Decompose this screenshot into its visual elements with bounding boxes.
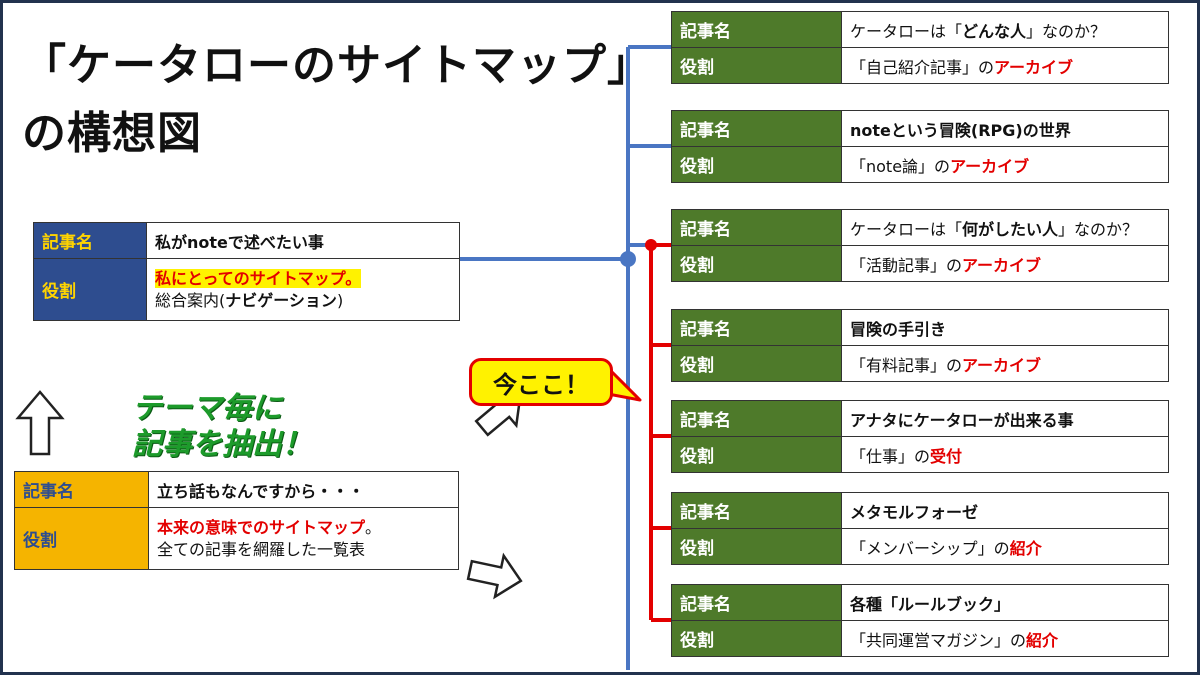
name-post: 」なのか？ — [1058, 219, 1139, 239]
blue-junction-dot — [620, 251, 636, 267]
slide-title-line1: 「ケータローのサイトマップ」 — [22, 40, 652, 91]
name-bold: アナタにケータローが出来る事 — [850, 410, 1074, 430]
left-top-role-label: 役割 — [33, 258, 147, 321]
right-arrow-icon — [466, 552, 523, 600]
right-table-name-value: ケータローは「何がしたい人」なのか？ — [841, 209, 1169, 246]
role-pre: 「仕事」の — [850, 446, 931, 466]
right-table-role-label: 役割 — [671, 47, 842, 84]
right-table-role-label: 役割 — [671, 345, 842, 382]
right-table-name-value: メタモルフォーゼ — [841, 492, 1169, 529]
role-red: 紹介 — [1026, 630, 1059, 650]
right-table-role-value: 「自己紹介記事」のアーカイブ — [841, 47, 1169, 84]
left-top-name-label: 記事名 — [33, 222, 147, 259]
role-red: アーカイブ — [962, 255, 1042, 275]
right-table-6: 記事名 メタモルフォーゼ 役割 「メンバーシップ」の紹介 — [671, 492, 1169, 565]
right-table-role-value: 「仕事」の受付 — [841, 436, 1169, 473]
right-table-role-value: 「活動記事」のアーカイブ — [841, 245, 1169, 282]
right-table-name-value: 各種「ルールブック」 — [841, 584, 1169, 621]
right-table-name-label: 記事名 — [671, 309, 842, 346]
right-table-role-value: 「メンバーシップ」の紹介 — [841, 528, 1169, 565]
left-bottom-role-red-suffix: 。 — [365, 517, 382, 537]
red-junction-dot — [645, 239, 657, 251]
right-table-name-value: ケータローは「どんな人」なのか？ — [841, 11, 1169, 48]
role-pre: 「メンバーシップ」の — [850, 538, 1010, 558]
left-bottom-table: 記事名 立ち話もなんですから・・・ 役割 本来の意味でのサイトマップ。 全ての記… — [14, 471, 459, 570]
role-red: アーカイブ — [994, 57, 1074, 77]
name-pre: ケータローは「 — [850, 219, 963, 239]
left-bottom-role-value: 本来の意味でのサイトマップ。 全ての記事を網羅した一覧表 — [148, 507, 459, 570]
left-top-role-highlight: 私にとってのサイトマップ。 — [155, 268, 362, 288]
name-post: 」なのか？ — [1026, 21, 1107, 41]
theme-text-line1: テーマ毎に — [132, 391, 282, 426]
role-red: 紹介 — [1009, 538, 1042, 558]
right-table-role-label: 役割 — [671, 528, 842, 565]
up-arrow-icon — [15, 390, 65, 456]
left-top-role-bold: ナビゲーション — [225, 290, 337, 310]
left-top-role-value: 私にとってのサイトマップ。 総合案内(ナビゲーション) — [146, 258, 460, 321]
right-table-name-label: 記事名 — [671, 11, 842, 48]
theme-text-line2: 記事を抽出！ — [132, 427, 312, 462]
right-table-7: 記事名 各種「ルールブック」 役割 「共同運営マガジン」の紹介 — [671, 584, 1169, 657]
right-table-name-value: noteという冒険(RPG)の世界 — [841, 110, 1169, 147]
right-table-role-value: 「note論」のアーカイブ — [841, 146, 1169, 183]
right-table-name-label: 記事名 — [671, 209, 842, 246]
right-table-name-label: 記事名 — [671, 492, 842, 529]
right-table-role-label: 役割 — [671, 245, 842, 282]
slide-title-line2: の構想図 — [22, 108, 202, 159]
role-pre: 「有料記事」の — [850, 355, 963, 375]
role-red: 受付 — [930, 446, 963, 466]
right-table-role-label: 役割 — [671, 146, 842, 183]
left-top-name-value: 私がnoteで述べたい事 — [146, 222, 460, 259]
left-bottom-role-red: 本来の意味でのサイトマップ — [157, 517, 366, 537]
right-table-name-label: 記事名 — [671, 400, 842, 437]
right-table-4: 記事名 冒険の手引き 役割 「有料記事」のアーカイブ — [671, 309, 1169, 382]
right-table-name-value: 冒険の手引き — [841, 309, 1169, 346]
right-table-2: 記事名 noteという冒険(RPG)の世界 役割 「note論」のアーカイブ — [671, 110, 1169, 183]
name-bold: 冒険の手引き — [850, 319, 947, 339]
right-table-name-label: 記事名 — [671, 110, 842, 147]
right-table-role-value: 「共同運営マガジン」の紹介 — [841, 620, 1169, 657]
right-table-5: 記事名 アナタにケータローが出来る事 役割 「仕事」の受付 — [671, 400, 1169, 473]
right-table-3: 記事名 ケータローは「何がしたい人」なのか？ 役割 「活動記事」のアーカイブ — [671, 209, 1169, 282]
role-pre: 「活動記事」の — [850, 255, 963, 275]
right-table-role-label: 役割 — [671, 620, 842, 657]
name-bold: どんな人 — [962, 21, 1027, 41]
role-pre: 「自己紹介記事」の — [850, 57, 995, 77]
left-top-role-prefix: 総合案内( — [155, 290, 226, 310]
left-bottom-name-label: 記事名 — [14, 471, 149, 508]
left-bottom-name-value: 立ち話もなんですから・・・ — [148, 471, 459, 508]
right-table-name-value: アナタにケータローが出来る事 — [841, 400, 1169, 437]
left-top-role-suffix: ) — [336, 290, 344, 310]
role-pre: 「note論」の — [850, 156, 951, 176]
name-bold: 何がしたい人 — [962, 219, 1059, 239]
left-bottom-role-line2: 全ての記事を網羅した一覧表 — [157, 539, 366, 559]
name-bold: noteという冒険(RPG)の世界 — [850, 120, 1071, 140]
current-location-callout: 今ここ！ — [469, 358, 613, 406]
left-top-table: 記事名 私がnoteで述べたい事 役割 私にとってのサイトマップ。 総合案内(ナ… — [33, 222, 460, 321]
right-table-role-value: 「有料記事」のアーカイブ — [841, 345, 1169, 382]
role-red: アーカイブ — [950, 156, 1030, 176]
right-table-name-label: 記事名 — [671, 584, 842, 621]
right-table-role-label: 役割 — [671, 436, 842, 473]
name-bold: 各種「ルールブック」 — [850, 594, 1011, 614]
role-red: アーカイブ — [962, 355, 1042, 375]
left-bottom-role-label: 役割 — [14, 507, 149, 570]
right-table-1: 記事名 ケータローは「どんな人」なのか？ 役割 「自己紹介記事」のアーカイブ — [671, 11, 1169, 84]
role-pre: 「共同運営マガジン」の — [850, 630, 1027, 650]
name-bold: メタモルフォーゼ — [850, 502, 979, 522]
name-pre: ケータローは「 — [850, 21, 963, 41]
